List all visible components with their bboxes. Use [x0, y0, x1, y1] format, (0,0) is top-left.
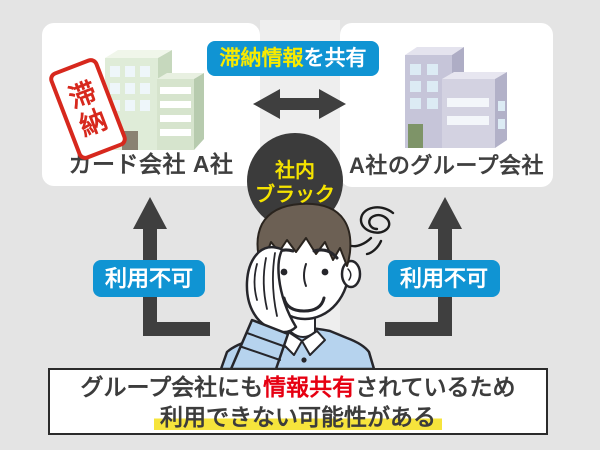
note-emphasis: 情報共有: [263, 374, 356, 400]
distress-scribble-icon: [350, 206, 395, 256]
note-line-1: グループ会社にも情報共有されているため: [80, 374, 516, 400]
note-highlighted-text: 利用できない可能性がある: [154, 404, 442, 430]
unavailable-badge-right: 利用不可: [388, 260, 500, 297]
share-info-label: 滞納情報を共有: [207, 41, 379, 76]
note-line-2: 利用できない可能性がある: [50, 402, 546, 432]
unavailable-badge-left: 利用不可: [93, 260, 205, 297]
bottom-note: グループ会社にも情報共有されているため 利用できない可能性がある: [48, 368, 548, 435]
purple-office-building-icon: [405, 47, 507, 148]
stamp-char-2: 納: [75, 103, 112, 142]
card-company-label: カード会社 A社: [68, 151, 234, 177]
group-company-panel: A社のグループ会社: [340, 23, 553, 187]
share-info-rest: を共有: [303, 47, 367, 70]
internal-blacklist-badge: 社内 ブラック: [247, 133, 343, 229]
blacklist-line2: ブラック: [255, 184, 335, 206]
share-info-highlight: 滞納情報: [219, 47, 304, 70]
blacklist-line1: 社内: [275, 160, 315, 182]
group-company-label: A社のグループ会社: [348, 153, 545, 178]
